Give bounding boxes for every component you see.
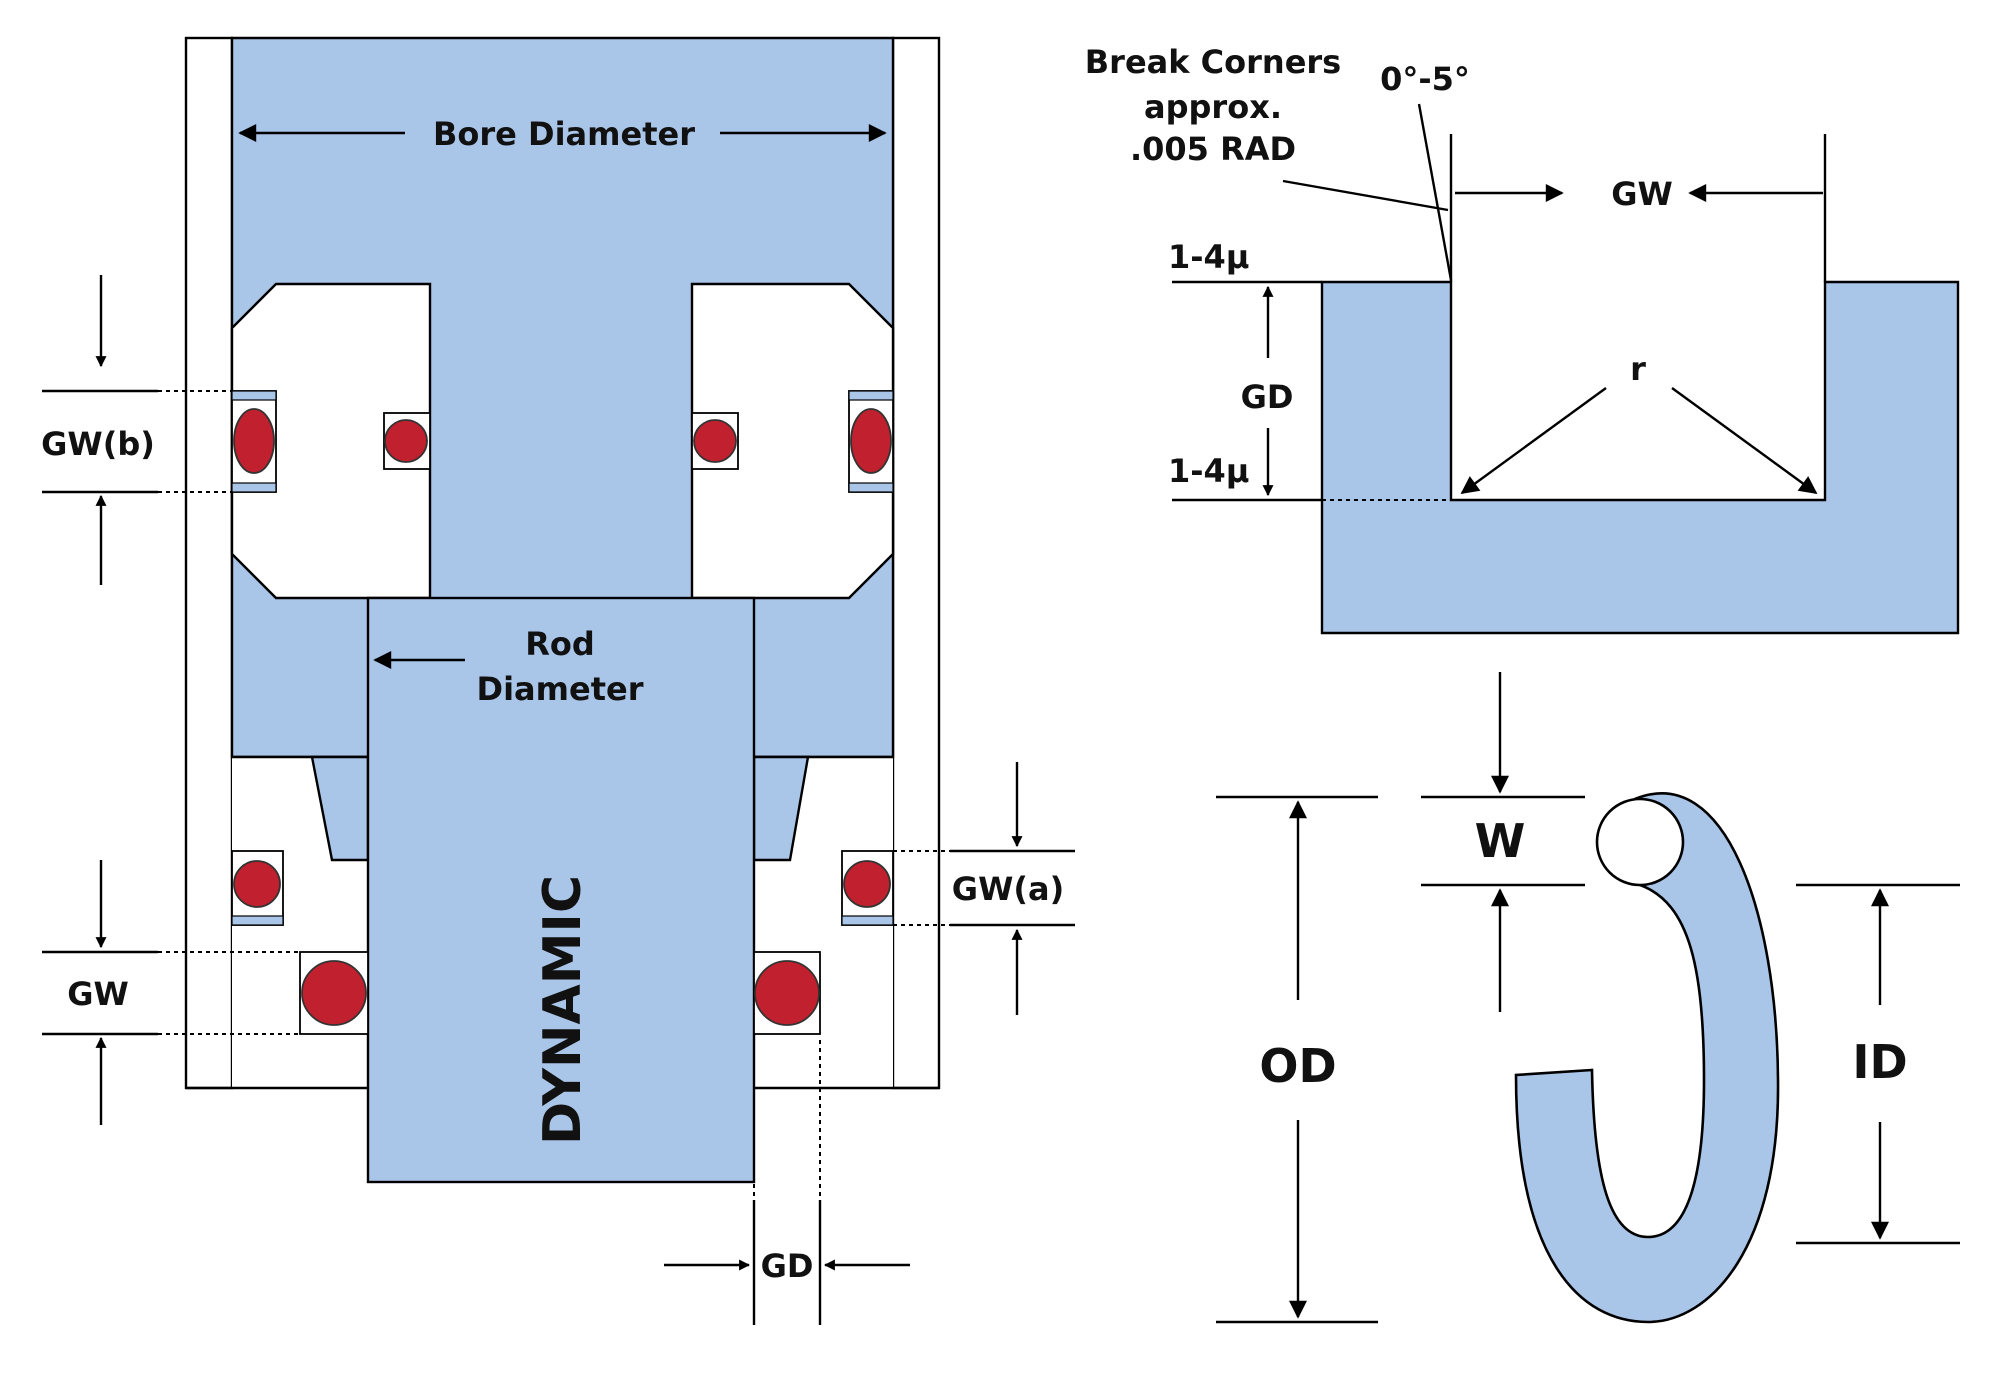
gw-b-label: GW(b): [41, 425, 155, 463]
rod: [366, 596, 756, 1184]
break-corners-line2: approx.: [1144, 88, 1282, 126]
oring-inner-right: [691, 412, 739, 470]
oring-gwb-right: [848, 390, 894, 493]
radius-label: r: [1630, 350, 1646, 388]
oring-gwa-left: [231, 850, 284, 926]
oring-detail: W OD ID: [1216, 672, 1960, 1324]
oring-inner-left: [383, 412, 431, 470]
rod-diameter-label-line1: Rod: [525, 625, 595, 663]
break-corners-line1: Break Corners: [1085, 43, 1341, 81]
gd-label: GD: [761, 1247, 814, 1285]
groove-gw-label: GW: [1611, 175, 1673, 213]
oring-gwa-right: [841, 850, 894, 926]
id-label: ID: [1852, 1035, 1907, 1089]
angle-label: 0°-5°: [1380, 60, 1470, 98]
break-corners-line3: .005 RAD: [1130, 130, 1296, 168]
oring-rod-right: [753, 951, 821, 1035]
oring-gwb-left: [231, 390, 277, 493]
bore-diameter-label: Bore Diameter: [433, 115, 695, 153]
groove-gd-label: GD: [1241, 378, 1294, 416]
finish-bottom-label: 1-4μ: [1168, 452, 1249, 490]
oring-cross-section-body: [1514, 792, 1780, 1324]
rod-diameter-label-line2: Diameter: [477, 670, 644, 708]
od-label: OD: [1259, 1039, 1336, 1093]
gw-a-label: GW(a): [952, 870, 1064, 908]
gland-assembly: Bore Diameter Rod Diameter DYNAMIC GW(b)…: [41, 36, 1075, 1325]
oring-cross-section-circle: [1595, 797, 1685, 887]
piston-block-left: [230, 282, 432, 600]
oring-rod-left: [299, 951, 369, 1035]
groove-body: [1320, 280, 1960, 635]
groove-detail: GW 0°-5° Break Corners approx. .005 RAD …: [1085, 43, 1960, 635]
dynamic-label: DYNAMIC: [533, 875, 593, 1145]
housing-wall-right: [891, 36, 941, 1090]
finish-top-label: 1-4μ: [1168, 238, 1249, 276]
w-label: W: [1475, 814, 1526, 868]
gw-label: GW: [67, 975, 129, 1013]
housing-wall-left: [184, 36, 234, 1090]
